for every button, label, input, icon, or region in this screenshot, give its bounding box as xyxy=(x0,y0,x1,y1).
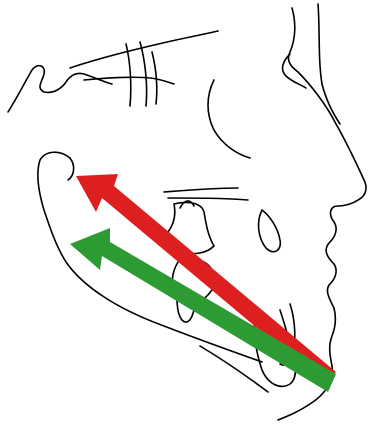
pterygomaxillary-fissure xyxy=(259,210,281,252)
cranial-base-tracing xyxy=(8,31,218,112)
frontal-bone-inner xyxy=(318,4,340,124)
sella-outline xyxy=(8,66,112,112)
orbit-cross-line-2 xyxy=(140,42,147,106)
orbit-cross-line-1 xyxy=(126,44,131,106)
maxillary-tracing xyxy=(164,80,280,252)
palatal-plane xyxy=(164,188,238,192)
zygomatic-contour xyxy=(208,80,250,158)
condyle xyxy=(68,158,74,180)
orbit-lateral-rim xyxy=(283,54,306,88)
growth-arrows xyxy=(70,174,336,392)
palate-lower xyxy=(168,198,248,200)
nasion-contour xyxy=(84,77,174,84)
